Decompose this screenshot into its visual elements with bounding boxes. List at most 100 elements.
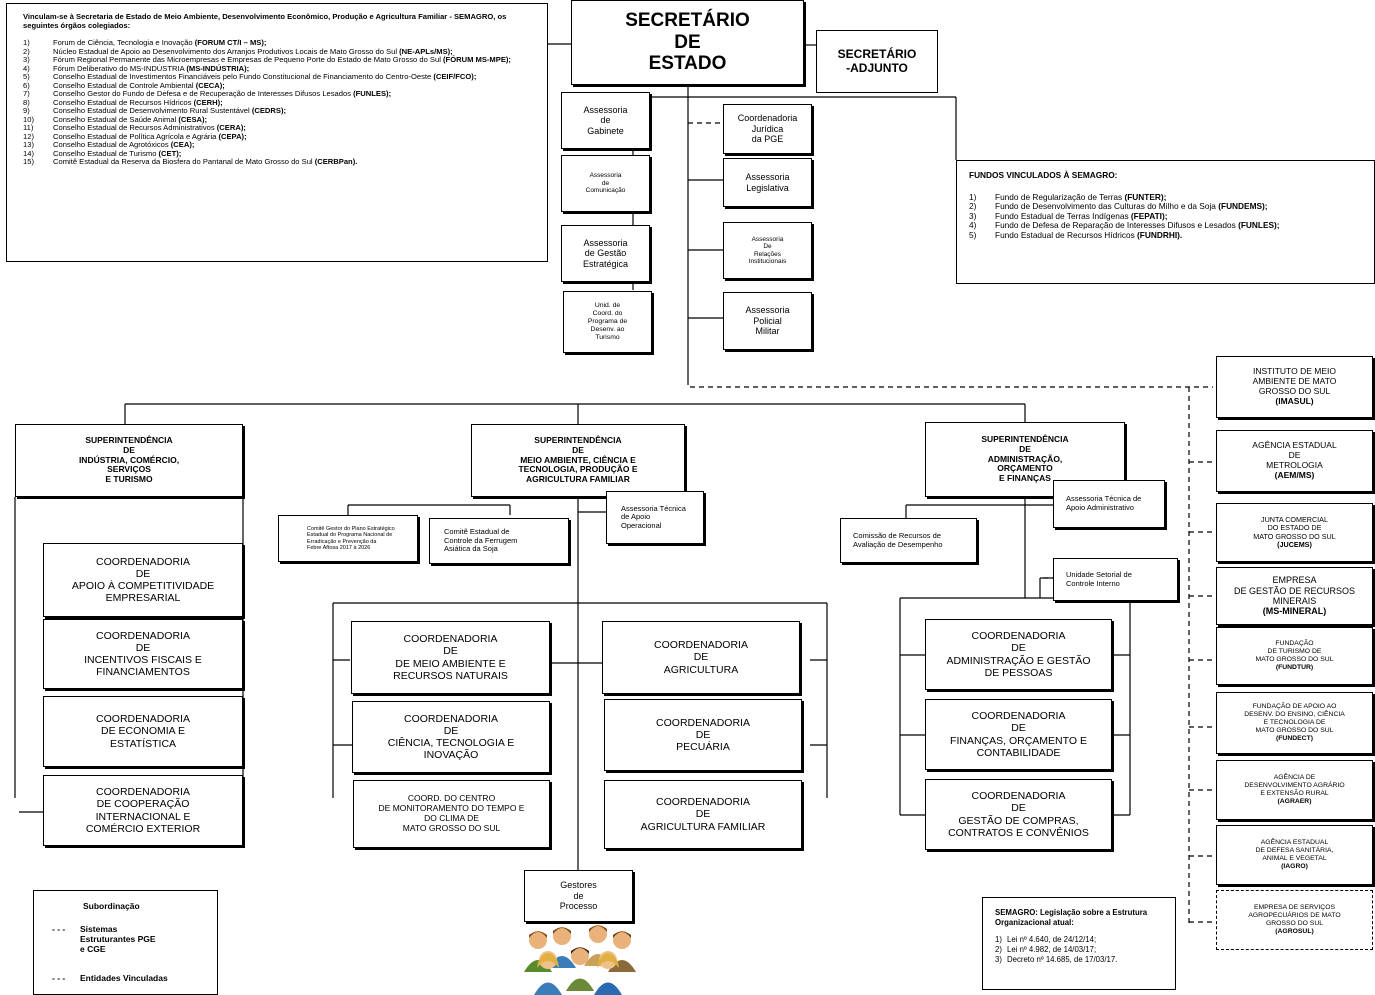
coord-meio-ambiente-box[interactable]: COORDENADORIA DE DE MEIO AMBIENTE E RECU… — [351, 621, 550, 694]
secretario-adjunto-label: SECRETÁRIO -ADJUNTO — [837, 46, 917, 75]
list-item-number: 1) — [23, 38, 30, 47]
list-item-number: 4) — [969, 220, 977, 231]
coord-monitoramento-box[interactable]: COORD. DO CENTRO DE MONITORAMENTO DO TEM… — [353, 780, 550, 848]
coordenadoria-juridica-box[interactable]: Coordenadoria Jurídica da PGE — [723, 104, 812, 154]
entidade-vinculada-acronym: (FUNDECT) — [1276, 734, 1313, 742]
assessoria-policial-box[interactable]: Assessoria Policial Militar — [723, 292, 812, 350]
entidade-vinculada-box[interactable]: FUNDAÇÃO DE TURISMO DE MATO GROSSO DO SU… — [1216, 627, 1373, 685]
assessoria-comunicacao-box[interactable]: Assessoria de Comunicação — [561, 155, 650, 212]
fundos-title: FUNDOS VINCULADOS À SEMAGRO: — [969, 170, 1118, 180]
controle-interno-box[interactable]: Unidade Setorial de Controle Interno — [1053, 558, 1178, 601]
superintendencia-meio-ambiente-box[interactable]: SUPERINTENDÊNCIA DE MEIO AMBIENTE, CIÊNC… — [471, 424, 685, 497]
assessoria-relacoes-box[interactable]: Assessoria De Relações Institucionais — [723, 222, 812, 279]
list-item-number: 14) — [23, 148, 34, 158]
list-item-acronym: (CECA); — [195, 80, 225, 90]
coord-agricultura-familiar-box[interactable]: COORDENADORIA DE AGRICULTURA FAMILIAR — [604, 780, 802, 849]
entidade-vinculada-box[interactable]: EMPRESA DE GESTÃO DE RECURSOS MINERAIS(M… — [1216, 567, 1373, 625]
entidade-vinculada-box[interactable]: EMPRESA DE SERVIÇOS AGROPECUÁRIOS DE MAT… — [1216, 890, 1373, 950]
coord-monitoramento-label: COORD. DO CENTRO DE MONITORAMENTO DO TEM… — [378, 793, 525, 833]
entidade-vinculada-box[interactable]: AGÊNCIA DE DESENVOLVIMENTO AGRÁRIO E EXT… — [1216, 760, 1373, 820]
secretario-adjunto-box[interactable]: SECRETÁRIO -ADJUNTO — [816, 30, 938, 93]
list-item: 3)Decreto nº 14.685, de 17/03/17. — [995, 955, 1163, 965]
list-item-text: Conselho Estadual de Turismo (CET); — [53, 148, 182, 158]
coord-cooperacao-box[interactable]: COORDENADORIA DE COOPERAÇÃO INTERNACIONA… — [43, 775, 243, 846]
comite-ferrugem-box[interactable]: Comitê Estadual de Controle da Ferrugem … — [429, 518, 569, 564]
entidade-vinculada-box[interactable]: INSTITUTO DE MEIO AMBIENTE DE MATO GROSS… — [1216, 356, 1373, 418]
list-item-text: Fórum Deliberativo do MS-INDÚSTRIA (MS-I… — [53, 63, 250, 73]
unid-turismo-box[interactable]: Unid. de Coord. do Programa de Desenv. a… — [563, 291, 652, 353]
list-item: 10) Conselho Estadual de Saúde Animal (CE… — [23, 114, 531, 125]
list-item: 4) Fundo de Defesa de Reparação de Intere… — [969, 220, 1362, 231]
list-item-number: 4) — [23, 63, 30, 73]
controle-interno-label: Unidade Setorial de Controle Interno — [1066, 569, 1132, 588]
list-item-text: Conselho Estadual de Agrotóxicos (CEA); — [53, 140, 195, 149]
legend-entidades: Entidades Vinculadas — [80, 973, 168, 983]
list-item-acronym: (FUNDEMS); — [1218, 201, 1268, 212]
list-item-acronym: (CERH); — [193, 97, 223, 107]
legend-box: Subordinação - - - Sistemas Estruturante… — [33, 890, 218, 995]
superintendencia-industria-box[interactable]: SUPERINTENDÊNCIA DE INDÚSTRIA, COMÉRCIO,… — [15, 424, 243, 497]
assessoria-relacoes-label: Assessoria De Relações Institucionais — [748, 235, 787, 265]
colegiados-intro: Vinculam-se à Secretaria de Estado de Me… — [23, 12, 507, 30]
comite-febre-aftosa-label: Comitê Gestor do Plano Estratégico Estad… — [307, 525, 395, 551]
list-item: 5) Fundo Estadual de Recursos Hídricos (F… — [969, 229, 1362, 241]
list-item-text: Comitê Estadual da Reserva da Biosfera d… — [53, 157, 358, 166]
list-item-acronym: (CESA); — [178, 114, 208, 124]
list-item-acronym: (FUNDRHI). — [1137, 229, 1183, 240]
list-item: 5)Conselho Estadual de Investimentos Fin… — [23, 72, 531, 82]
assessoria-gabinete-box[interactable]: Assessoria de Gabinete — [561, 92, 650, 149]
list-item-acronym: (FORUM CT/I – MS); — [194, 38, 267, 47]
list-item-number: 10) — [23, 114, 34, 124]
assessoria-apoio-operacional-box[interactable]: Assessoria Técnica de Apoio Operacional — [606, 491, 704, 544]
legend-entidades-dash: - - - — [52, 973, 66, 983]
superintendencia-administracao-box[interactable]: SUPERINTENDÊNCIA DE ADMINISTRAÇÃO, ORÇAM… — [925, 422, 1125, 497]
coord-compras-box[interactable]: COORDENADORIA DE GESTÃO DE COMPRAS, CONT… — [925, 779, 1112, 850]
coord-ciencia-box[interactable]: COORDENADORIA DE CIÊNCIA, TECNOLOGIA E I… — [352, 701, 550, 773]
assessoria-apoio-administrativo-label: Assessoria Técnica de Apoio Administrati… — [1066, 494, 1142, 512]
list-item-text: Fundo de Defesa de Reparação de Interess… — [995, 220, 1280, 231]
list-item-number: 8) — [23, 97, 30, 107]
colegiados-box: Vinculam-se à Secretaria de Estado de Me… — [6, 3, 548, 262]
people-group-icon — [524, 925, 636, 995]
comite-febre-aftosa-box[interactable]: Comitê Gestor do Plano Estratégico Estad… — [278, 515, 418, 562]
coord-incentivos-box[interactable]: COORDENADORIA DE INCENTIVOS FISCAIS E FI… — [43, 619, 243, 689]
list-item-acronym: (FÓRUM MS-MPE); — [443, 55, 511, 64]
entidade-vinculada-box[interactable]: FUNDAÇÃO DE APOIO AO DESENV. DO ENSINO, … — [1216, 692, 1373, 754]
list-item-text: Fundo Estadual de Terras Indígenas (FEPA… — [995, 210, 1168, 221]
entidade-vinculada-box[interactable]: JUNTA COMERCIAL DO ESTADO DE MATO GROSSO… — [1216, 503, 1373, 562]
list-item-number: 3) — [23, 55, 30, 64]
list-item-acronym: (CEDRS); — [251, 106, 286, 115]
assessoria-apoio-administrativo-box[interactable]: Assessoria Técnica de Apoio Administrati… — [1053, 480, 1165, 528]
secretario-label: SECRETÁRIO DE ESTADO — [625, 9, 750, 75]
fundos-list: 1)Fundo de Regularização de Terras (FUNT… — [969, 192, 1362, 241]
coord-economia-box[interactable]: COORDENADORIA DE ECONOMIA E ESTATÍSTICA — [43, 696, 243, 767]
coord-incentivos-label: COORDENADORIA DE INCENTIVOS FISCAIS E FI… — [84, 629, 202, 679]
entidade-vinculada-box[interactable]: AGÊNCIA ESTADUAL DE METROLOGIA(AEM/MS) — [1216, 430, 1373, 492]
gestores-processo-box[interactable]: Gestores de Processo — [524, 870, 633, 922]
assessoria-policial-label: Assessoria Policial Militar — [745, 305, 790, 337]
assessoria-gestao-estrategica-box[interactable]: Assessoria de Gestão Estratégica — [561, 225, 650, 282]
coord-pecuaria-box[interactable]: COORDENADORIA DE PECUÁRIA — [604, 699, 802, 771]
coord-ciencia-label: COORDENADORIA DE CIÊNCIA, TECNOLOGIA E I… — [387, 712, 515, 762]
coord-agricultura-box[interactable]: COORDENADORIA DE AGRICULTURA — [602, 621, 800, 694]
entidade-vinculada-box[interactable]: AGÊNCIA ESTADUAL DE DEFESA SANITÁRIA, AN… — [1216, 825, 1373, 885]
list-item-number: 5) — [969, 229, 977, 240]
coord-administracao-box[interactable]: COORDENADORIA DE ADMINISTRAÇÃO E GESTÃO … — [925, 619, 1112, 690]
coord-economia-label: COORDENADORIA DE ECONOMIA E ESTATÍSTICA — [96, 713, 190, 750]
coord-administracao-label: COORDENADORIA DE ADMINISTRAÇÃO E GESTÃO … — [946, 630, 1091, 679]
secretario-de-estado-box[interactable]: SECRETÁRIO DE ESTADO — [571, 0, 804, 85]
list-item-text: Conselho Estadual de Saúde Animal (CESA)… — [53, 114, 208, 124]
coord-financas-label: COORDENADORIA DE FINANÇAS, ORÇAMENTO E C… — [950, 710, 1087, 759]
assessoria-legislativa-box[interactable]: Assessoria Legislativa — [723, 158, 812, 207]
list-item-acronym: (MS-INDÚSTRIA); — [186, 63, 250, 73]
list-item: 12)Conselho Estadual de Política Agrícol… — [23, 131, 531, 142]
list-item-number: 11) — [23, 123, 34, 132]
fundos-box: FUNDOS VINCULADOS À SEMAGRO: 1)Fundo de … — [956, 160, 1375, 284]
coord-financas-box[interactable]: COORDENADORIA DE FINANÇAS, ORÇAMENTO E C… — [925, 699, 1112, 770]
coord-competitividade-box[interactable]: COORDENADORIA DE APOIO À COMPETITIVIDADE… — [43, 543, 243, 617]
comissao-recursos-box[interactable]: Comissão de Recursos de Avaliação de Des… — [840, 518, 977, 563]
list-item-text: Fundo Estadual de Recursos Hídricos (FUN… — [995, 229, 1183, 240]
list-item-acronym: (NE-APLs/MS); — [399, 46, 453, 56]
entidade-vinculada-name: EMPRESA DE GESTÃO DE RECURSOS MINERAIS — [1233, 575, 1356, 606]
list-item-text: Conselho Estadual de Política Agrícola e… — [53, 131, 247, 141]
